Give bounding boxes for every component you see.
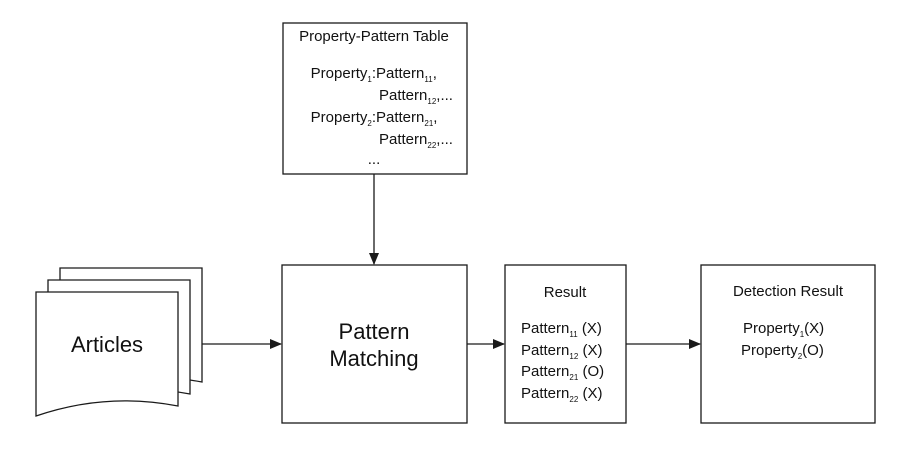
property-pattern-table: Property-Pattern Table Property1: Patter… xyxy=(282,22,468,175)
articles-document-stack: Articles xyxy=(35,267,203,417)
detection-result: Detection Result Property1(X) Property2(… xyxy=(700,264,876,424)
articles-page-front xyxy=(35,291,179,417)
articles-label: Articles xyxy=(71,332,143,357)
result-title: Result xyxy=(544,284,587,301)
table-row-1-property: Property1: xyxy=(311,65,376,84)
table-row-1-pattern: Pattern11, xyxy=(376,65,437,84)
result: Result Pattern11 (X) Pattern12 (X) Patte… xyxy=(504,264,627,424)
result-box xyxy=(504,264,627,424)
pattern-matching: Pattern Matching xyxy=(281,264,468,424)
table-row-3-property: Property2: xyxy=(311,109,376,128)
pattern-matching-label-line1: Pattern xyxy=(339,319,410,344)
pattern-matching-box xyxy=(281,264,468,424)
table-row-2-pattern: Pattern12,... xyxy=(379,87,453,106)
result-item-2: Pattern12 (X) xyxy=(521,342,602,361)
detection-result-item-1: Property1(X) xyxy=(743,320,824,339)
detection-result-title: Detection Result xyxy=(733,283,844,300)
table-row-4-pattern: Pattern22,... xyxy=(379,131,453,150)
detection-result-item-2: Property2(O) xyxy=(741,342,824,361)
pattern-matching-label-line2: Matching xyxy=(329,346,418,371)
table-row-3-pattern: Pattern21, xyxy=(376,109,437,128)
table-ellipsis: ... xyxy=(368,151,381,168)
result-item-1: Pattern11 (X) xyxy=(521,320,602,339)
property-pattern-table-box xyxy=(282,22,468,175)
result-item-4: Pattern22 (X) xyxy=(521,385,602,404)
result-item-3: Pattern21 (O) xyxy=(521,363,604,382)
detection-result-box xyxy=(700,264,876,424)
property-pattern-table-title: Property-Pattern Table xyxy=(299,28,449,45)
